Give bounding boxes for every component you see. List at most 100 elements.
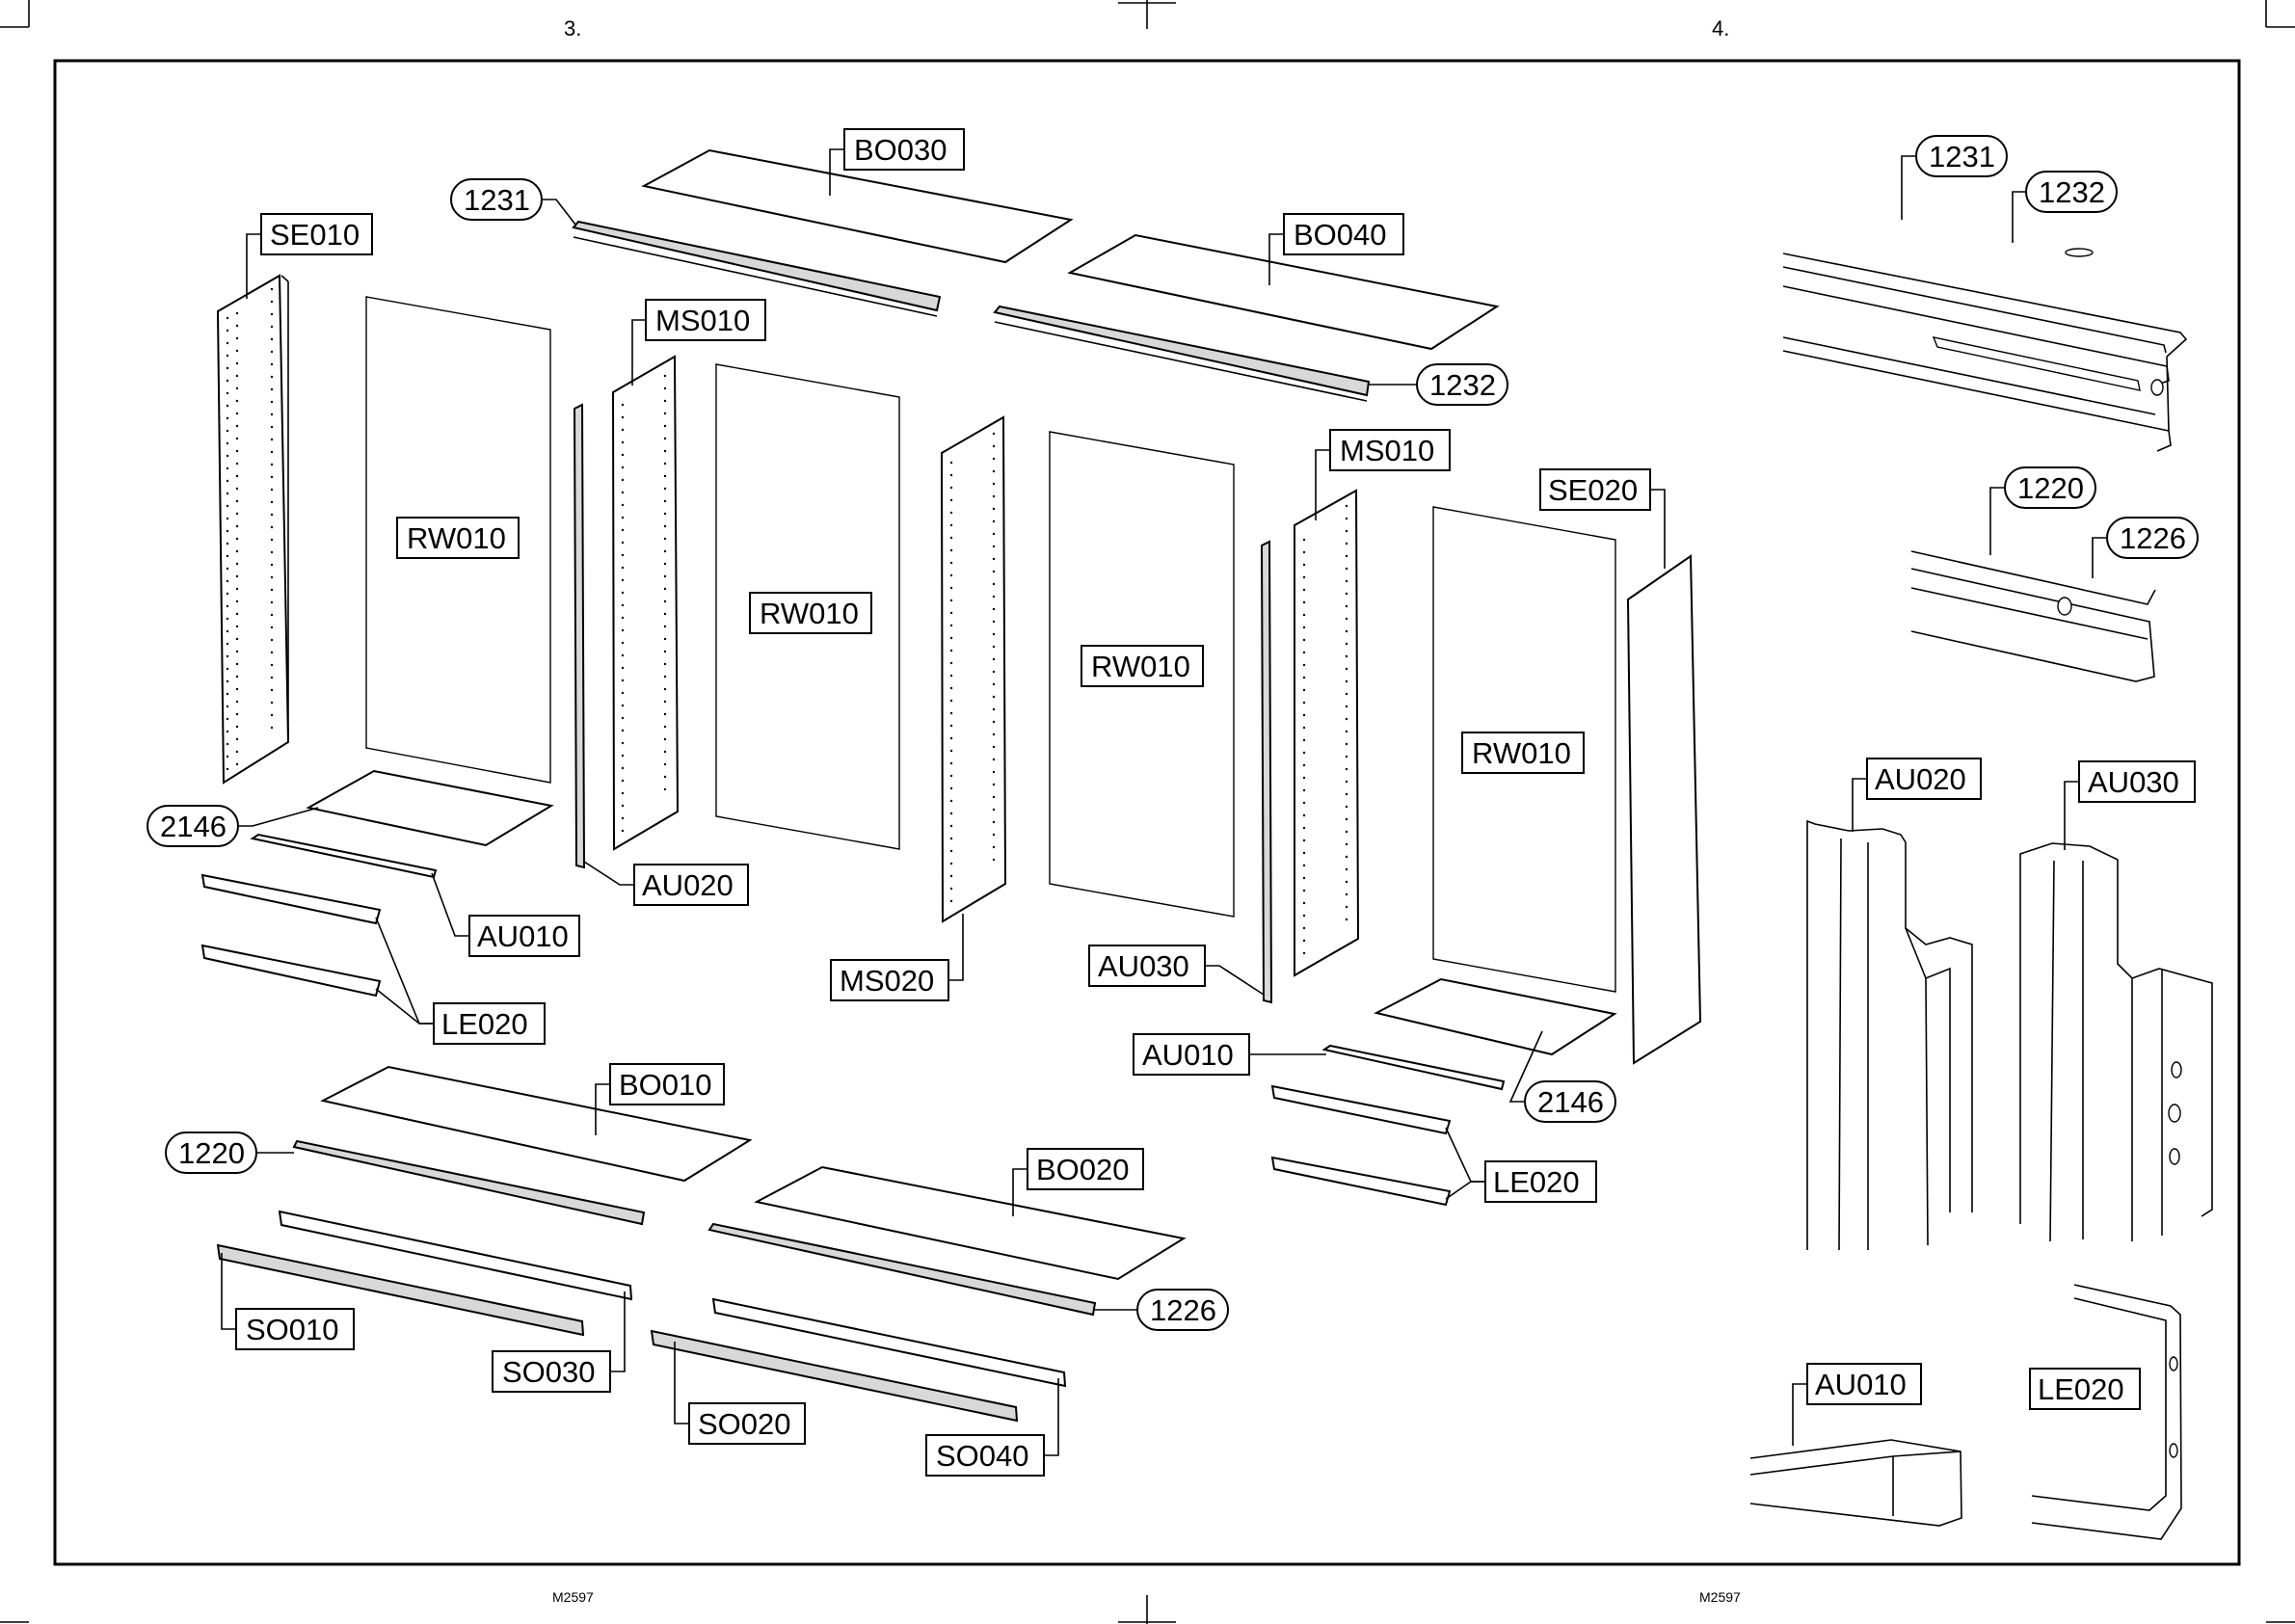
drill-hole: [664, 575, 666, 577]
drill-hole: [1346, 906, 1348, 908]
drill-hole: [950, 499, 952, 501]
drill-hole: [664, 425, 666, 427]
drill-hole: [950, 650, 952, 652]
drill-hole: [993, 696, 995, 698]
drill-hole: [664, 788, 666, 790]
drill-hole: [1303, 601, 1305, 603]
drill-hole: [271, 288, 273, 290]
drill-hole: [993, 834, 995, 836]
label-1226-main: 1226: [1150, 1293, 1216, 1327]
drill-hole: [236, 588, 238, 590]
drill-hole: [271, 714, 273, 716]
drill-hole: [1346, 868, 1348, 870]
drill-hole: [950, 712, 952, 714]
drill-hole: [622, 617, 624, 619]
drill-hole: [664, 513, 666, 515]
drill-hole: [993, 796, 995, 798]
drill-hole: [1346, 505, 1348, 507]
drill-hole: [664, 463, 666, 465]
drill-hole: [993, 520, 995, 522]
drill-hole: [236, 538, 238, 540]
drill-hole: [950, 549, 952, 551]
drill-hole: [664, 375, 666, 377]
drill-hole: [271, 639, 273, 641]
drill-hole: [1303, 827, 1305, 829]
drill-hole: [1303, 839, 1305, 841]
drill-hole: [950, 900, 952, 902]
drill-hole: [236, 400, 238, 402]
detail-label-1232: 1232: [2039, 175, 2105, 209]
drill-hole: [236, 425, 238, 427]
drill-hole: [950, 625, 952, 626]
footer-code-right: M2597: [1699, 1589, 1741, 1605]
label-2146-2: 2146: [1537, 1085, 1604, 1119]
drill-hole: [622, 780, 624, 782]
drill-hole: [993, 483, 995, 485]
drill-hole: [993, 821, 995, 823]
drill-hole: [227, 405, 228, 407]
detail-label-au010: AU010: [1815, 1368, 1907, 1401]
detail-label-au020: AU020: [1875, 762, 1966, 796]
drill-hole: [664, 738, 666, 740]
drill-hole: [993, 771, 995, 773]
drill-hole: [236, 738, 238, 740]
drill-hole: [1303, 551, 1305, 553]
drill-hole: [950, 737, 952, 739]
drill-hole: [236, 626, 238, 627]
drill-hole: [236, 350, 238, 352]
drill-hole: [271, 689, 273, 691]
drill-hole: [227, 442, 228, 444]
drill-hole: [1346, 630, 1348, 632]
label-ms020: MS020: [840, 964, 934, 998]
drill-hole: [271, 489, 273, 491]
drill-hole: [622, 717, 624, 719]
drill-hole: [1303, 539, 1305, 541]
label-se020: SE020: [1548, 473, 1638, 507]
drill-hole: [664, 651, 666, 652]
label-au020-main: AU020: [642, 868, 734, 902]
drill-hole: [622, 429, 624, 431]
side-panel-se020: [1628, 556, 1700, 1063]
drill-hole: [950, 800, 952, 802]
drill-hole: [993, 721, 995, 723]
drill-hole: [1303, 877, 1305, 879]
drill-hole: [950, 462, 952, 464]
drill-hole: [622, 705, 624, 706]
drill-hole: [950, 687, 952, 689]
drill-hole: [227, 480, 228, 482]
drill-hole: [236, 713, 238, 715]
drill-hole: [227, 530, 228, 532]
drill-hole: [227, 543, 228, 545]
drill-hole: [227, 518, 228, 519]
drill-hole: [1303, 689, 1305, 691]
drill-hole: [664, 500, 666, 502]
drill-hole: [1346, 831, 1348, 833]
drill-hole: [1346, 793, 1348, 795]
drill-hole: [1346, 655, 1348, 657]
drill-hole: [236, 312, 238, 314]
drill-hole: [1303, 639, 1305, 641]
drill-hole: [1346, 731, 1348, 732]
drill-hole: [993, 671, 995, 673]
label-1231-main: 1231: [464, 183, 530, 217]
detail-au030: [2020, 843, 2212, 1241]
drill-hole: [227, 743, 228, 745]
label-rw010-1: RW010: [407, 521, 506, 555]
drill-hole: [622, 466, 624, 468]
drill-hole: [1303, 614, 1305, 616]
drill-hole: [950, 762, 952, 764]
drill-hole: [1303, 589, 1305, 591]
drill-hole: [622, 679, 624, 681]
drill-hole: [227, 693, 228, 695]
drill-hole: [271, 526, 273, 528]
label-bo010: BO010: [619, 1068, 712, 1102]
drill-hole: [1346, 881, 1348, 883]
drill-hole: [1303, 865, 1305, 866]
drill-hole: [236, 726, 238, 728]
drill-hole: [993, 495, 995, 497]
drill-hole: [236, 763, 238, 765]
drill-hole: [950, 850, 952, 852]
drill-hole: [622, 830, 624, 832]
drill-hole: [664, 488, 666, 490]
drill-hole: [1346, 643, 1348, 645]
